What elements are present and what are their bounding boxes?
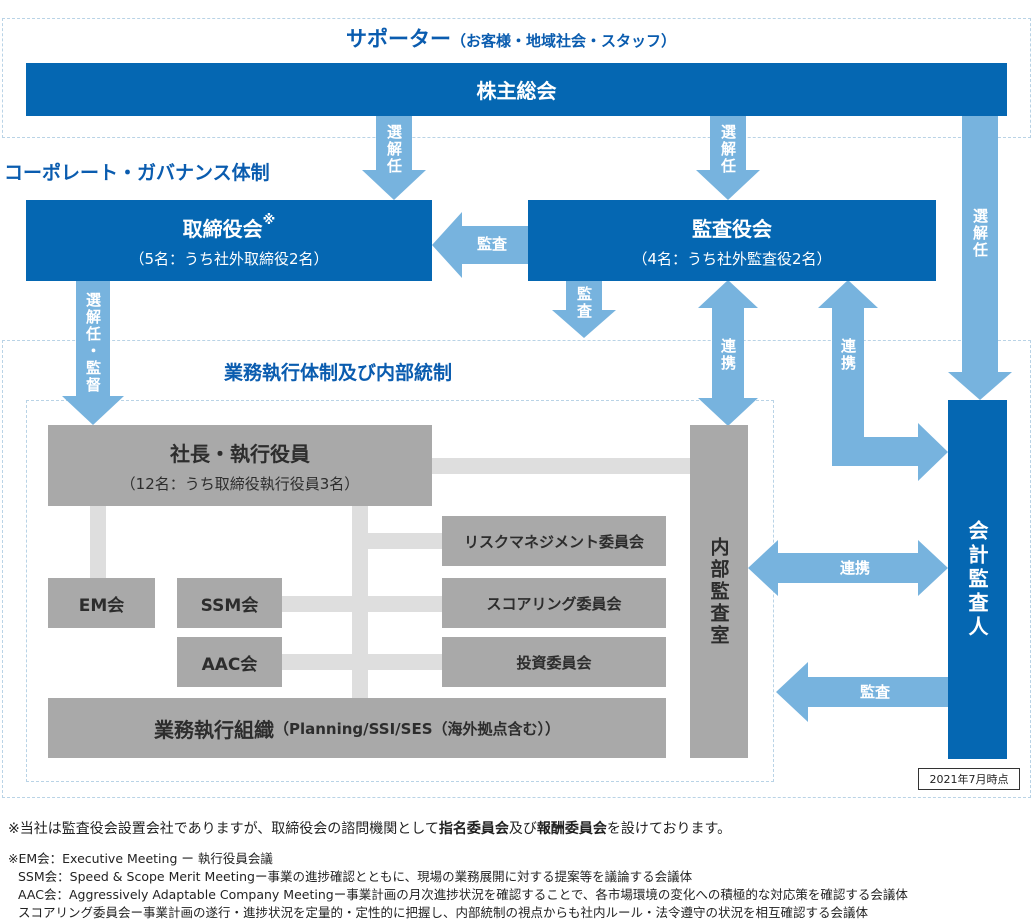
internal-audit-label: 内部監査室: [707, 536, 730, 647]
aac-label: AAC会: [201, 654, 258, 675]
shareholders-label: 株主総会: [476, 79, 557, 103]
execution-title: 業務執行体制及び内部統制: [224, 362, 453, 384]
board-mark: ※: [262, 212, 276, 228]
auditors-label: 監査役会: [692, 216, 772, 241]
arrow-audit-board: [432, 212, 528, 278]
arrow-link-1: [698, 280, 758, 426]
investment-committee-box: 投資委員会: [442, 637, 666, 687]
president-box: 社長・執行役員 （12名：うち取締役執行役員3名）: [48, 425, 432, 506]
aac-meeting-box: AAC会: [177, 637, 282, 687]
risk-label: リスクマネジメント委員会: [463, 532, 644, 551]
supporter-region: [2, 18, 1031, 138]
audit-board-box: 監査役会 （4名：うち社外監査役2名）: [528, 200, 936, 281]
arrow-link-3: [748, 540, 948, 596]
connector-em: [90, 506, 106, 578]
arrow-elect-2: [696, 116, 760, 200]
arrow-elect-supervise: [62, 281, 124, 425]
arrow-label-audit-ia: 監査: [859, 683, 890, 701]
arrow-label-elect-1: 選解任: [385, 124, 403, 175]
board-label: 取締役会: [182, 216, 263, 241]
governance-title: コーポレート・ガバナンス体制: [4, 162, 270, 184]
arrow-label-link-3: 連携: [839, 559, 870, 577]
president-sub: （12名：うち取締役執行役員3名）: [120, 474, 360, 493]
connector-president-ia: [432, 458, 690, 474]
compensation-committee: 報酬委員会: [536, 821, 607, 837]
arrow-label-elect-2: 選解任: [719, 124, 737, 175]
internal-audit-box: 内部監査室: [690, 425, 748, 758]
shareholders-meeting-box: 株主総会: [26, 63, 1007, 116]
president-label: 社長・執行役員: [170, 441, 310, 466]
note-line-1: ※当社は監査役会設置会社でありますが、取締役会の諮問機関として指名委員会及び報酬…: [8, 821, 732, 837]
connector-risk: [368, 533, 442, 549]
business-organization-box: 業務執行組織（Planning/SSI/SES（海外拠点含む））: [48, 698, 666, 758]
org-main-label: 業務執行組織: [154, 717, 274, 742]
arrow-label-audit-board: 監査: [476, 235, 507, 253]
arrow-audit-down: [552, 281, 616, 338]
note-line-4: AAC会：Aggressively Adaptable Company Meet…: [18, 887, 908, 902]
arrow-elect-1: [362, 116, 426, 200]
connector-ssm-scoring: [282, 596, 442, 612]
arrow-label-link-1: 連携: [719, 338, 737, 372]
supporter-title: サポーター（お客様・地域社会・スタッフ）: [346, 27, 677, 51]
note-line-5: スコアリング委員会ー事業計画の遂行・進捗状況を定量的・定性的に把握し、内部統制の…: [18, 905, 869, 920]
arrow-label-elect-supervise: 選解任・監督: [84, 292, 102, 394]
scoring-label: スコアリング委員会: [486, 594, 622, 613]
accounting-auditor-label: 会計監査人: [965, 519, 989, 640]
ssm-meeting-box: SSM会: [177, 578, 282, 628]
accounting-auditor-box: 会計監査人: [948, 400, 1007, 759]
arrow-audit-ia: [776, 662, 948, 722]
em-meeting-box: EM会: [48, 578, 155, 628]
date-badge: 2021年7月時点: [918, 768, 1020, 790]
scoring-committee-box: スコアリング委員会: [442, 578, 666, 628]
board-of-directors-box: 取締役会※ （5名：うち社外取締役2名）: [26, 200, 432, 281]
ssm-label: SSM会: [200, 595, 259, 616]
investment-label: 投資委員会: [516, 653, 592, 672]
board-sub: （5名：うち社外取締役2名）: [129, 249, 329, 268]
note-line-2: ※EM会：Executive Meeting ー 執行役員会議: [8, 851, 273, 866]
risk-committee-box: リスクマネジメント委員会: [442, 516, 666, 566]
connector-aac-investment: [282, 654, 442, 670]
em-label: EM会: [78, 595, 125, 616]
arrow-label-audit-down: 監査: [575, 286, 593, 320]
note-line-3: SSM会：Speed & Scope Merit Meetingー事業の進捗確認…: [18, 869, 693, 884]
execution-region: [2, 340, 1031, 798]
nomination-committee: 指名委員会: [438, 821, 509, 837]
arrow-elect-3: [948, 116, 1012, 400]
auditors-sub: （4名：うち社外監査役2名）: [632, 249, 832, 268]
arrow-link-2: [818, 280, 948, 481]
org-sub-label: （Planning/SSI/SES（海外拠点含む））: [274, 719, 560, 738]
arrow-label-link-2: 連携: [839, 338, 857, 372]
arrow-label-elect-3: 選解任: [971, 208, 989, 259]
